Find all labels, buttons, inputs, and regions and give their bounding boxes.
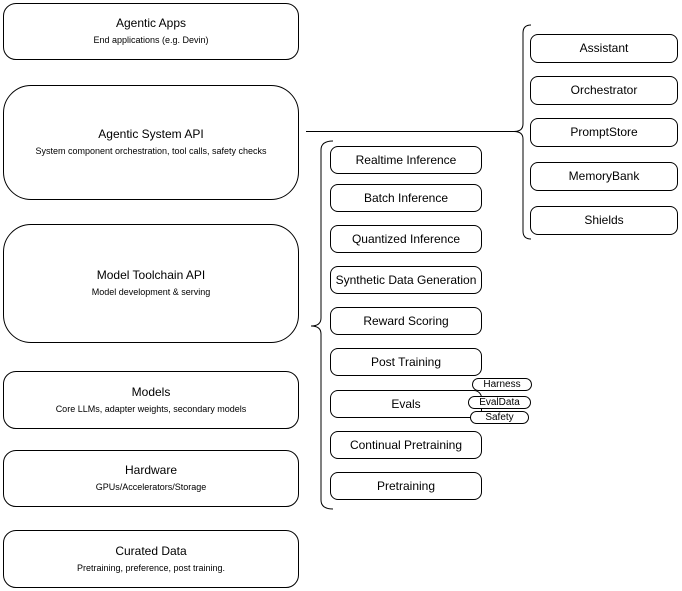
pill-safety: Safety xyxy=(470,411,529,424)
node-assistant: Assistant xyxy=(530,34,678,63)
pill-label: EvalData xyxy=(479,396,520,408)
node-continual-pretraining: Continual Pretraining xyxy=(330,431,482,459)
node-batch-inference: Batch Inference xyxy=(330,184,482,212)
layer-hardware: Hardware GPUs/Accelerators/Storage xyxy=(3,450,299,507)
pill-label: Safety xyxy=(485,411,514,423)
node-label: Reward Scoring xyxy=(363,313,449,328)
layer-subtitle: Core LLMs, adapter weights, secondary mo… xyxy=(55,403,247,414)
node-label: Realtime Inference xyxy=(355,152,457,167)
node-label: MemoryBank xyxy=(568,169,640,183)
layer-model-toolchain-api: Model Toolchain API Model development & … xyxy=(3,224,299,343)
node-label: Continual Pretraining xyxy=(349,437,463,452)
pill-label: Harness xyxy=(483,378,521,390)
layer-subtitle: Model development & serving xyxy=(91,287,211,298)
node-synthetic-data-generation: Synthetic Data Generation xyxy=(330,266,482,294)
layer-subtitle: System component orchestration, tool cal… xyxy=(35,146,267,157)
node-label: Batch Inference xyxy=(363,190,449,205)
node-label: Shields xyxy=(584,213,624,227)
system-components-brace xyxy=(513,24,532,240)
layer-curated-data: Curated Data Pretraining, preference, po… xyxy=(3,530,299,588)
node-label: Assistant xyxy=(579,41,629,55)
layer-agentic-system-api: Agentic System API System component orch… xyxy=(3,85,299,200)
node-label: Pretraining xyxy=(376,478,436,493)
node-label: Evals xyxy=(391,396,421,411)
layer-models: Models Core LLMs, adapter weights, secon… xyxy=(3,371,299,429)
layer-title: Agentic Apps xyxy=(115,16,187,31)
layer-title: Hardware xyxy=(124,463,178,478)
layer-agentic-apps: Agentic Apps End applications (e.g. Devi… xyxy=(3,3,299,60)
pill-evaldata: EvalData xyxy=(468,396,531,409)
node-post-training: Post Training xyxy=(330,348,482,376)
node-pretraining: Pretraining xyxy=(330,472,482,500)
node-label: Quantized Inference xyxy=(351,231,461,246)
node-label: PromptStore xyxy=(570,125,638,139)
pill-harness: Harness xyxy=(472,378,532,391)
layer-title: Agentic System API xyxy=(98,127,204,142)
layer-subtitle: GPUs/Accelerators/Storage xyxy=(95,482,207,493)
node-label: Synthetic Data Generation xyxy=(335,272,477,287)
node-quantized-inference: Quantized Inference xyxy=(330,225,482,253)
node-shields: Shields xyxy=(530,206,678,235)
node-evals: Evals xyxy=(330,390,482,418)
node-reward-scoring: Reward Scoring xyxy=(330,307,482,335)
node-label: Post Training xyxy=(370,354,442,369)
node-realtime-inference: Realtime Inference xyxy=(330,146,482,174)
node-promptstore: PromptStore xyxy=(530,118,678,147)
layer-title: Curated Data xyxy=(115,543,187,558)
layer-subtitle: End applications (e.g. Devin) xyxy=(93,35,209,46)
layer-title: Models xyxy=(131,384,171,399)
node-label: Orchestrator xyxy=(570,83,638,97)
toolchain-brace xyxy=(310,140,334,510)
layer-subtitle: Pretraining, preference, post training. xyxy=(76,562,226,573)
layer-title: Model Toolchain API xyxy=(96,268,206,283)
node-orchestrator: Orchestrator xyxy=(530,76,678,105)
node-memorybank: MemoryBank xyxy=(530,162,678,191)
